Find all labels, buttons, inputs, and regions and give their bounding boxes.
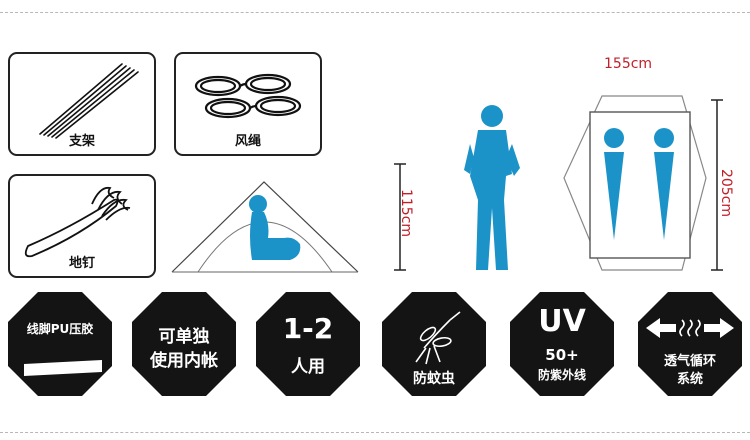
ropes-label: 风绳 bbox=[234, 134, 261, 149]
ropes-box: 风绳 bbox=[174, 52, 322, 156]
stakes-icon bbox=[24, 186, 131, 258]
poles-label: 支架 bbox=[68, 134, 95, 149]
feature-capacity-badge: 1-2 人用 bbox=[254, 290, 362, 398]
airflow-arrows-icon bbox=[646, 318, 734, 338]
height-dimension-label: 115cm bbox=[398, 188, 415, 238]
two-sleepers-icon bbox=[604, 128, 674, 240]
standing-person-icon bbox=[464, 105, 520, 270]
width-dimension-label: 155cm bbox=[604, 56, 653, 72]
feature-inner-tent-line1: 可单独 bbox=[158, 327, 210, 347]
feature-mosquito-label: 防蚊虫 bbox=[413, 371, 455, 387]
feature-inner-tent-badge: 可单独 使用内帐 bbox=[130, 290, 238, 398]
length-dimension-label: 205cm bbox=[718, 168, 735, 218]
mosquito-icon bbox=[415, 311, 461, 365]
stakes-label: 地钉 bbox=[68, 256, 95, 271]
stakes-box: 地钉 bbox=[8, 174, 156, 278]
feature-capacity-number: 1-2 bbox=[282, 312, 334, 345]
tent-floor-plan bbox=[563, 95, 707, 271]
feature-capacity-unit: 人用 bbox=[291, 357, 325, 377]
feature-uv-rating: 50+ bbox=[545, 346, 579, 364]
feature-mosquito-badge: 防蚊虫 bbox=[380, 290, 488, 398]
feature-pu-seam-label: 线脚PU压胶 bbox=[26, 322, 94, 336]
height-dimension-line bbox=[394, 163, 406, 271]
length-dimension-line bbox=[711, 99, 723, 271]
poles-icon bbox=[39, 63, 139, 139]
ropes-icon bbox=[194, 73, 302, 119]
top-dashed-divider bbox=[0, 12, 750, 13]
feature-ventilation-line1: 透气循环 bbox=[663, 354, 716, 369]
tent-side-view-illustration bbox=[171, 181, 359, 273]
feature-pu-seam-badge: 线脚PU压胶 bbox=[6, 290, 114, 398]
feature-uv-title: UV bbox=[538, 304, 586, 339]
sitting-person-icon bbox=[249, 195, 301, 260]
poles-box: 支架 bbox=[8, 52, 156, 156]
bottom-dashed-divider bbox=[0, 432, 750, 433]
feature-uv-badge: UV 50+ 防紫外线 bbox=[508, 290, 616, 398]
feature-ventilation-line2: 系统 bbox=[676, 372, 703, 387]
feature-inner-tent-line2: 使用内帐 bbox=[150, 351, 218, 371]
feature-uv-label: 防紫外线 bbox=[537, 368, 586, 382]
feature-ventilation-badge: 透气循环 系统 bbox=[636, 290, 744, 398]
